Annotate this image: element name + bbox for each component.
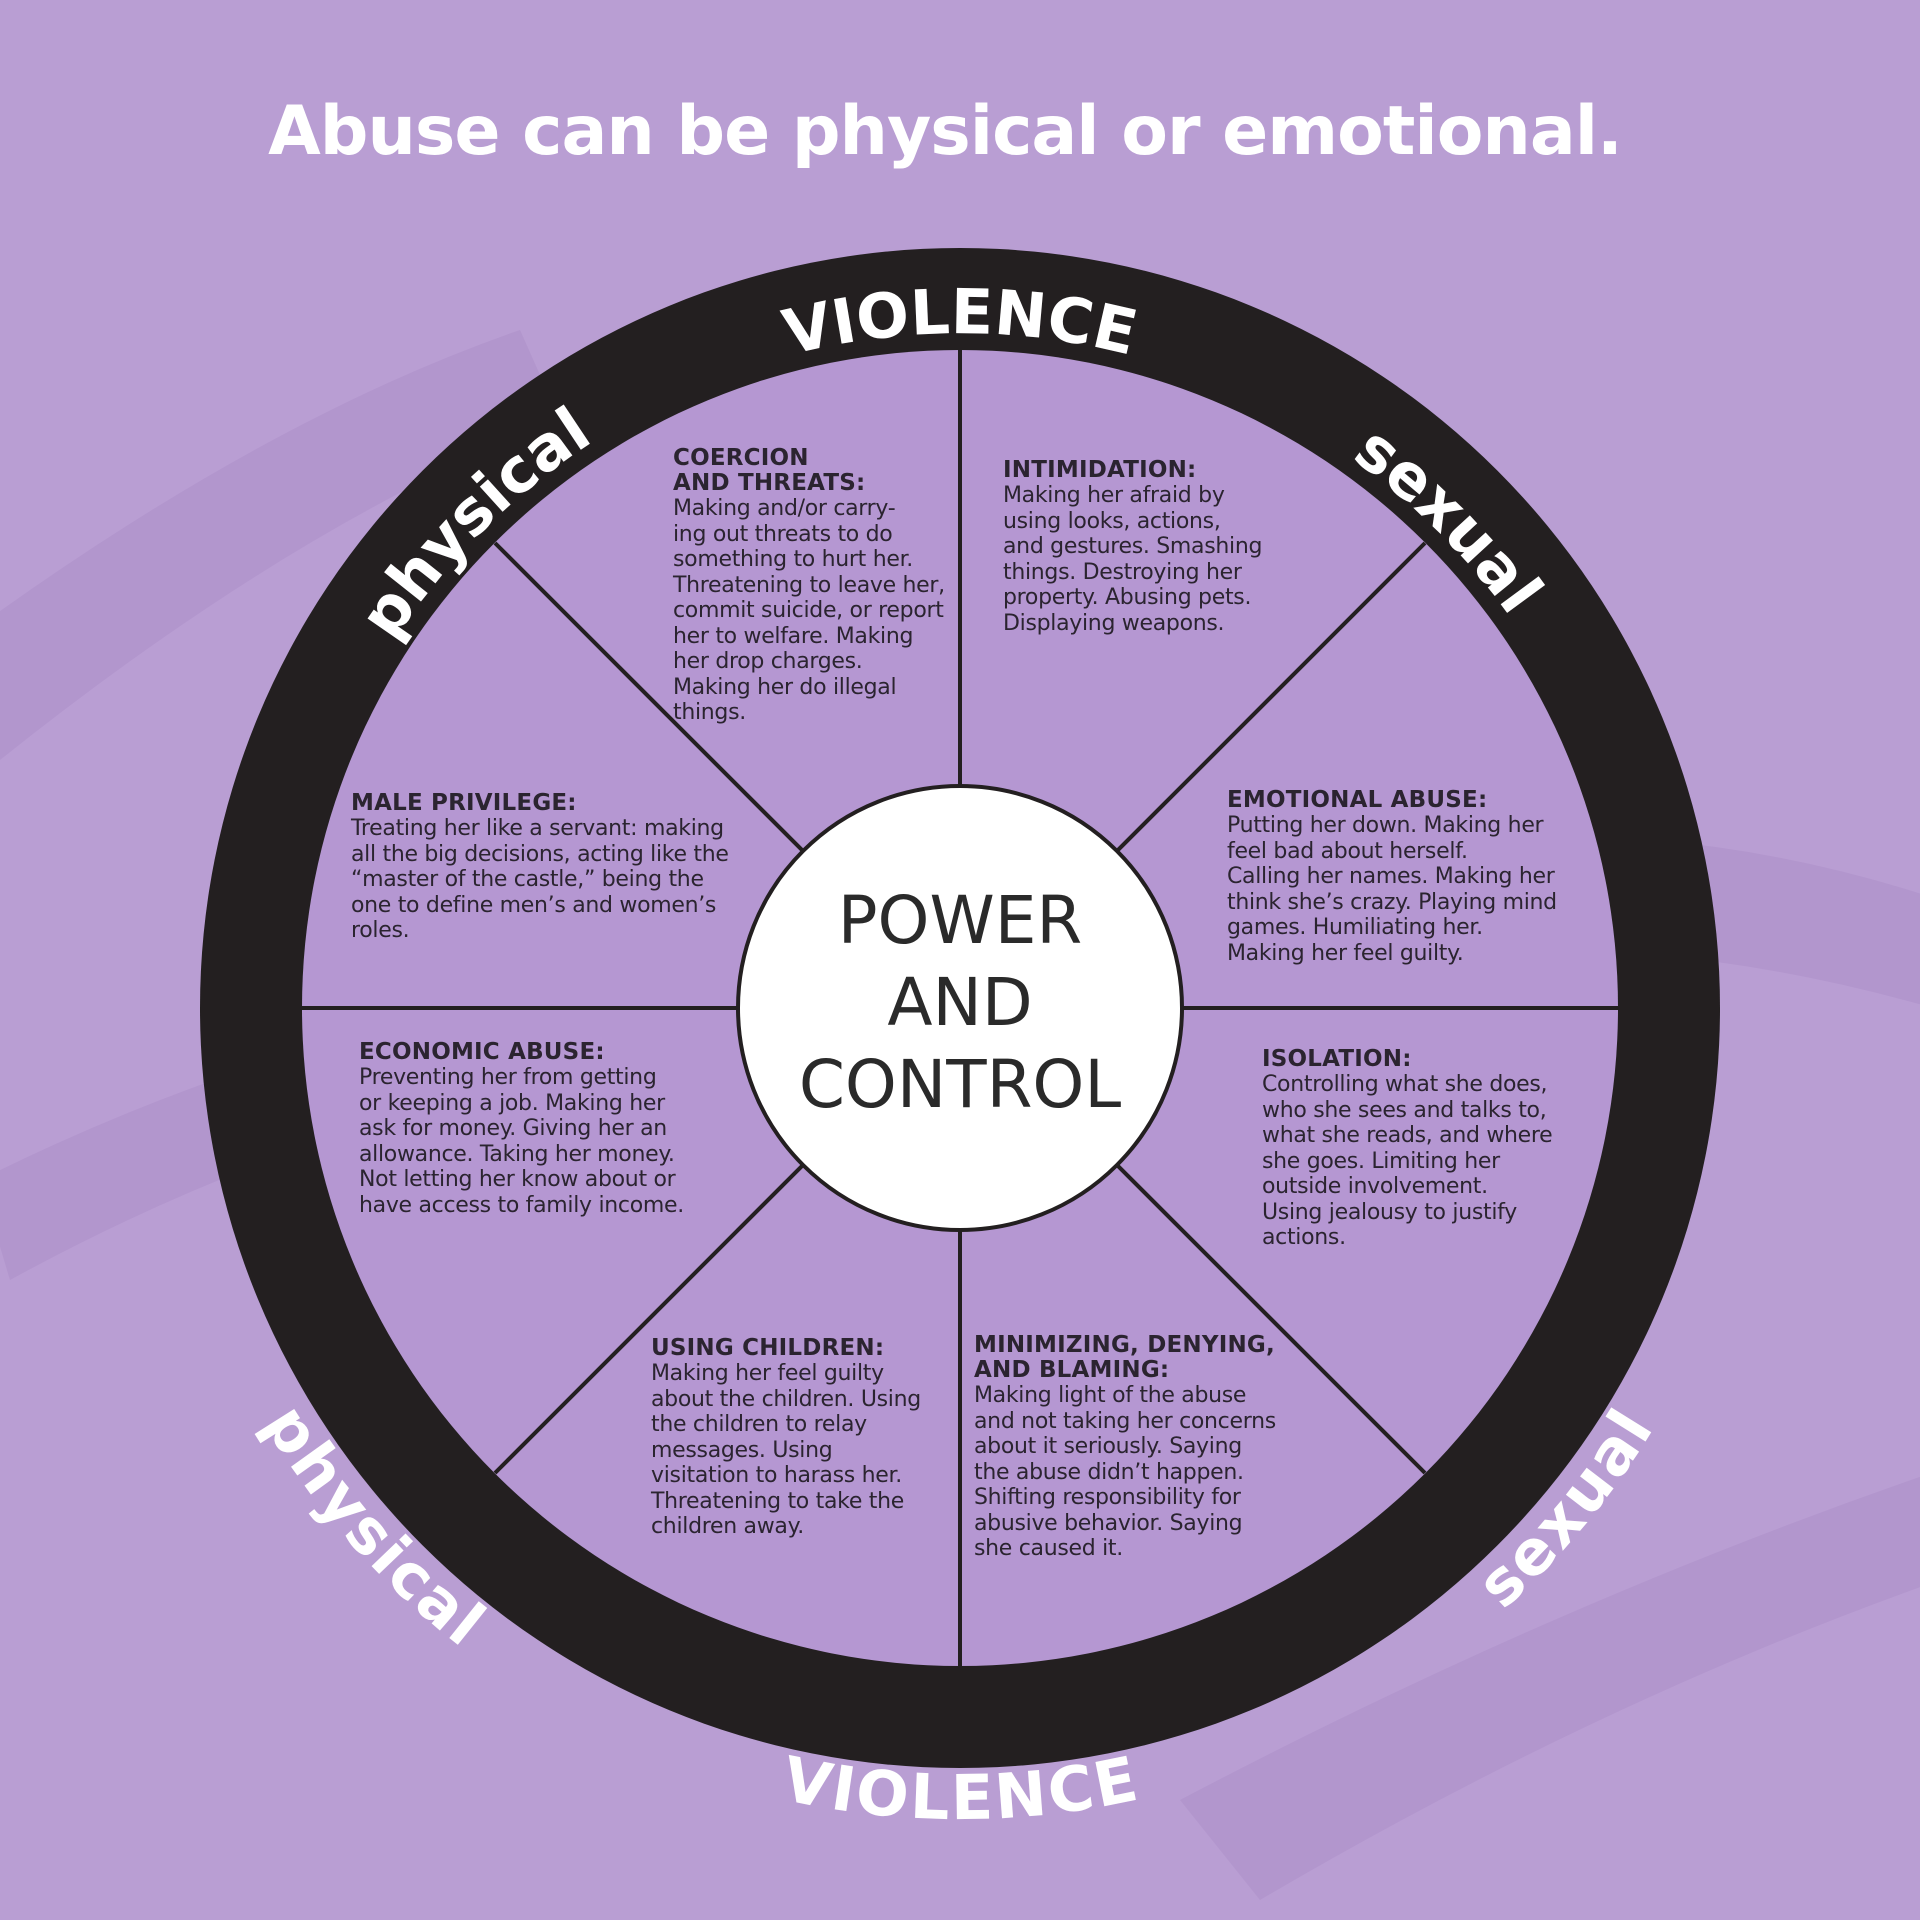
hub-label: POWER AND CONTROL <box>798 882 1122 1123</box>
segment-isolation: ISOLATION: Controlling what she does, wh… <box>1262 1046 1553 1251</box>
segment-using-children: USING CHILDREN: Making her feel guilty a… <box>651 1336 921 1540</box>
segment-heading: MALE PRIVILEGE: <box>351 790 577 816</box>
segment-coercion-and-threats: COERCION AND THREATS: Making and/or carr… <box>673 446 945 726</box>
segment-heading: COERCION AND THREATS: <box>673 445 866 496</box>
segment-body: Making light of the abuse and not taking… <box>974 1383 1276 1561</box>
segment-emotional-abuse: EMOTIONAL ABUSE: Putting her down. Makin… <box>1227 788 1557 966</box>
hub-circle <box>736 784 1184 1232</box>
segment-minimizing-denying-blaming: MINIMIZING, DENYING, AND BLAMING: Making… <box>974 1333 1276 1562</box>
segment-male-privilege: MALE PRIVILEGE: Treating her like a serv… <box>351 791 729 944</box>
segment-heading: ECONOMIC ABUSE: <box>359 1039 605 1065</box>
segment-heading: MINIMIZING, DENYING, AND BLAMING: <box>974 1332 1275 1383</box>
segment-intimidation: INTIMIDATION: Making her afraid by using… <box>1003 458 1262 636</box>
headline: Abuse can be physical or emotional. <box>268 92 1623 171</box>
segment-heading: ISOLATION: <box>1262 1046 1412 1072</box>
segment-body: Making her feel guilty about the childre… <box>651 1361 921 1539</box>
segment-heading: EMOTIONAL ABUSE: <box>1227 787 1488 813</box>
segment-body: Putting her down. Making her feel bad ab… <box>1227 813 1557 966</box>
segment-economic-abuse: ECONOMIC ABUSE: Preventing her from gett… <box>359 1040 684 1218</box>
segment-body: Preventing her from getting or keeping a… <box>359 1065 684 1218</box>
segment-body: Treating her like a servant: making all … <box>351 816 729 943</box>
segment-heading: USING CHILDREN: <box>651 1335 885 1361</box>
segment-body: Making and/or carry- ing out threats to … <box>673 496 945 725</box>
segment-heading: INTIMIDATION: <box>1003 457 1197 483</box>
segment-body: Making her afraid by using looks, action… <box>1003 483 1263 636</box>
segment-body: Controlling what she does, who she sees … <box>1262 1072 1553 1250</box>
